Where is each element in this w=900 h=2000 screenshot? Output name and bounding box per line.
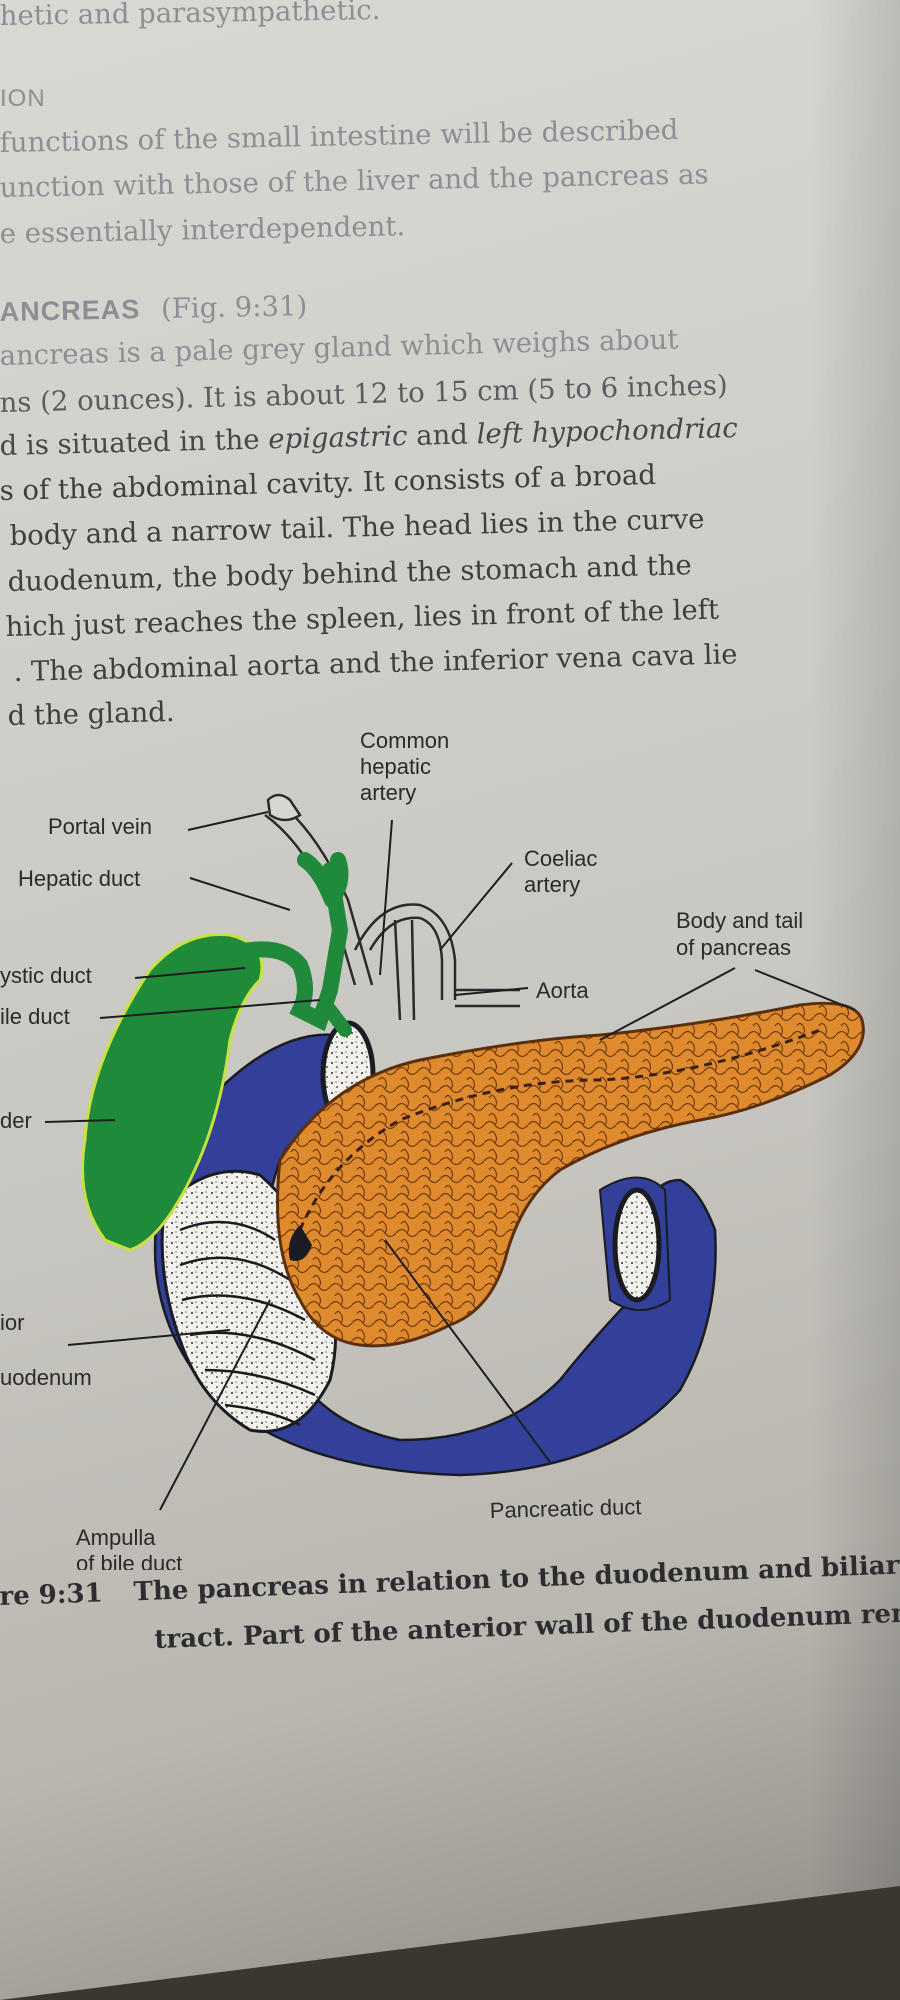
text-line-12: . The abdominal aorta and the inferior v… — [13, 638, 738, 688]
text-line-1: hetic and parasympathetic. — [0, 0, 381, 33]
text-line-2: functions of the small intestine will be… — [0, 113, 679, 159]
pancreas-figure: Common hepatic artery Portal vein Hepati… — [0, 728, 865, 1570]
text-line-7-a: d is situated in the — [0, 423, 260, 462]
text-line-9: body and a narrow tail. The head lies in… — [9, 503, 705, 552]
figure-reference: (Fig. 9:31) — [160, 290, 308, 325]
caption-line-2: tract. Part of the anterior wall of the … — [153, 1597, 900, 1655]
label-portal-vein: Portal vein — [48, 814, 152, 839]
text-line-7: d is situated in the epigastric and left… — [0, 412, 738, 462]
label-duodenum: uodenum — [0, 1365, 92, 1390]
pancreas-shape — [276, 1001, 865, 1348]
label-hepatic-duct: Hepatic duct — [18, 866, 140, 891]
label-ampulla-2: of bile duct — [76, 1551, 182, 1570]
label-cystic-duct: ystic duct — [0, 963, 92, 988]
leader-lines — [44, 811, 856, 1511]
text-line-7-b: and — [415, 418, 469, 452]
text-line-6: ns (2 ounces). It is about 12 to 15 cm (… — [0, 369, 728, 419]
pancreatic-duct-shape — [298, 1028, 821, 1231]
text-line-4: e essentially interdependent. — [0, 210, 406, 250]
biliary-tract — [81, 852, 352, 1252]
label-inferior: ior — [0, 1310, 24, 1335]
text-line-7-italic-2: left hypochondriac — [476, 411, 739, 451]
text-line-7-italic-1: epigastric — [267, 420, 408, 456]
pancreas — [276, 1001, 865, 1348]
label-common: Common — [360, 728, 449, 753]
text-line-5: ancreas is a pale grey gland which weigh… — [0, 323, 679, 372]
text-line-3: unction with those of the liver and the … — [0, 158, 709, 204]
portal-vein-top — [266, 793, 302, 822]
label-coeliac-artery: artery — [524, 872, 580, 897]
pancreas-heading-title: ANCREAS — [0, 294, 141, 328]
hepatic-artery-shape — [353, 903, 457, 1000]
label-body-tail-2: of pancreas — [676, 935, 791, 960]
blood-vessels — [264, 793, 520, 1021]
figure-labels: Common hepatic artery Portal vein Hepati… — [0, 728, 803, 1570]
text-line-8: s of the abdominal cavity. It consists o… — [0, 458, 657, 507]
label-pancreatic-duct: Pancreatic duct — [489, 1494, 641, 1523]
coeliac-trunk-shape — [393, 919, 416, 1021]
label-gall-bladder: der — [0, 1108, 32, 1133]
label-ampulla: Ampulla — [76, 1525, 156, 1550]
duodenum-cut-lower — [612, 1187, 662, 1303]
pancreas-heading: ANCREAS (Fig. 9:31) — [0, 290, 308, 328]
label-aorta: Aorta — [536, 978, 589, 1003]
label-body-tail-1: Body and tail — [676, 908, 803, 933]
label-coeliac: Coeliac — [524, 846, 597, 871]
caption-number: re 9:31 — [0, 1578, 104, 1612]
text-line-11: hich just reaches the spleen, lies in fr… — [5, 593, 720, 643]
bile-duct-shape — [217, 852, 349, 1032]
label-bile-duct: ile duct — [0, 1004, 70, 1029]
label-artery: artery — [360, 780, 416, 805]
text-line-10: duodenum, the body behind the stomach an… — [7, 549, 693, 598]
section-heading: ION — [0, 85, 46, 112]
label-hepatic: hepatic — [360, 754, 431, 779]
